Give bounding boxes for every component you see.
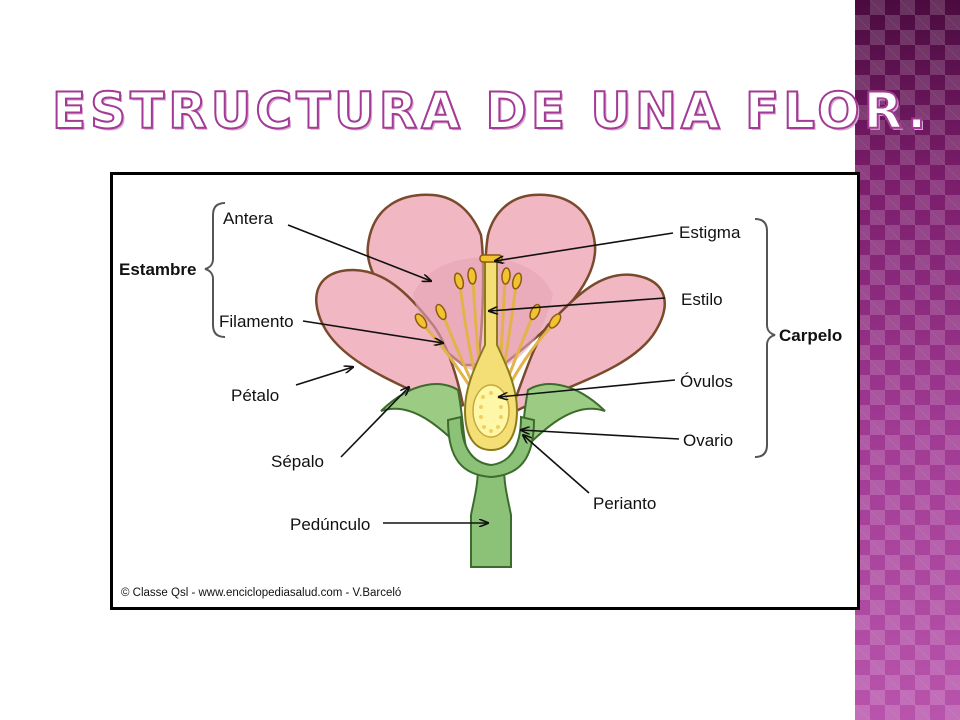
estambre-bracket: [204, 202, 226, 338]
receptacle: [446, 415, 536, 479]
label-carpelo: Carpelo: [779, 326, 842, 345]
ovules: [479, 391, 503, 433]
flower-diagram: Estambre Antera Filamento Pétalo Sépalo …: [110, 172, 860, 610]
stem: [470, 464, 512, 568]
label-filamento: Filamento: [219, 312, 294, 331]
label-arrows: [287, 224, 680, 523]
label-estigma: Estigma: [679, 223, 741, 242]
label-antera: Antera: [223, 209, 274, 228]
credit-text: © Classe Qsl - www.enciclopediasalud.com…: [121, 587, 401, 599]
anthers: [414, 267, 562, 329]
decorative-sidebar: [855, 0, 960, 720]
label-ovario: Ovario: [683, 431, 733, 450]
carpelo-bracket: [754, 218, 776, 458]
peduncle: [446, 415, 536, 568]
label-estilo: Estilo: [681, 290, 723, 309]
label-petalo: Pétalo: [231, 386, 279, 405]
label-ovulos: Óvulos: [680, 372, 733, 391]
sepal-left: [380, 383, 469, 456]
label-sepalo: Sépalo: [271, 452, 324, 471]
label-pedunculo: Pedúnculo: [290, 515, 370, 534]
slide-title: Estructura de una flor.: [51, 82, 931, 140]
label-perianto: Perianto: [593, 494, 656, 513]
label-estambre: Estambre: [119, 260, 196, 279]
